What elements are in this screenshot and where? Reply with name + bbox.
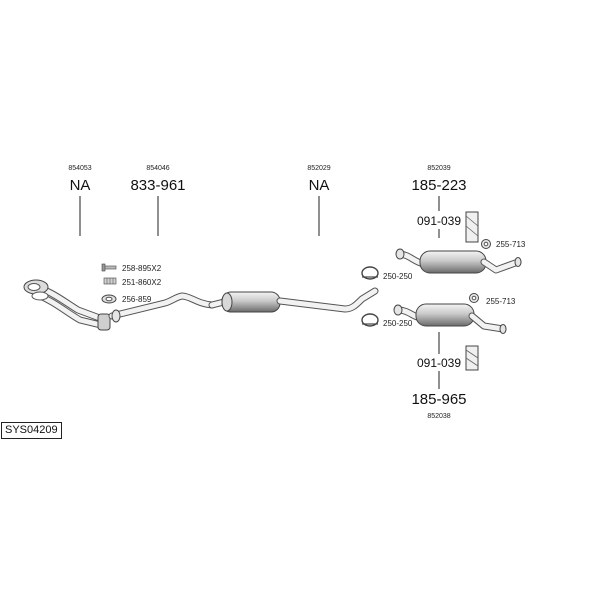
clamp-lower[interactable]: 250-250 xyxy=(361,313,413,328)
manifold-downpipe[interactable] xyxy=(23,279,111,331)
ref-number: 854053 xyxy=(68,165,91,172)
rubber-mount-lower[interactable]: 255-713 xyxy=(469,293,516,307)
part-number[interactable]: 833-961 xyxy=(130,177,185,194)
column-rear-silencer-upper: 852039 185-223 091-039 xyxy=(411,165,467,238)
part-label: 251-860X2 xyxy=(122,278,162,287)
part-number[interactable]: 185-965 xyxy=(411,391,466,408)
clamp-upper[interactable]: 250-250 xyxy=(361,266,413,281)
part-label: 258-895X2 xyxy=(122,264,162,273)
spring-part[interactable]: 251-860X2 xyxy=(103,277,162,287)
ref-number: 854046 xyxy=(146,165,169,172)
part-number[interactable]: NA xyxy=(70,177,91,194)
mounting-bracket-upper[interactable] xyxy=(465,211,479,243)
centre-silencer[interactable] xyxy=(208,287,379,313)
rear-silencer-upper[interactable] xyxy=(395,248,522,274)
rear-silencer-lower[interactable] xyxy=(393,303,507,334)
rubber-mount-upper[interactable]: 255-713 xyxy=(481,239,526,250)
ref-number: 852039 xyxy=(427,165,450,172)
part-label: 255-713 xyxy=(486,297,516,306)
gasket-part[interactable]: 256-859 xyxy=(101,294,152,304)
part-label: 250-250 xyxy=(383,272,413,281)
column-rear-silencer-lower: 091-039 185-965 852038 xyxy=(411,332,467,420)
front-pipe[interactable] xyxy=(108,292,216,323)
part-number[interactable]: NA xyxy=(309,177,330,194)
ref-number: 852038 xyxy=(427,413,450,420)
part-label: 256-859 xyxy=(122,295,152,304)
system-code-label: SYS04209 xyxy=(1,422,62,439)
ref-number: 852029 xyxy=(307,165,330,172)
column-manifold: 854053 NA xyxy=(68,165,92,236)
part-label: 255-713 xyxy=(496,240,526,249)
part-number[interactable]: 185-223 xyxy=(411,177,466,194)
column-centre-silencer: 852029 NA xyxy=(307,165,331,236)
mounting-bracket-lower[interactable] xyxy=(465,345,479,371)
mounting-kit-number[interactable]: 091-039 xyxy=(417,356,461,370)
bolt-part[interactable]: 258-895X2 xyxy=(101,263,162,273)
column-front-pipe: 854046 833-961 xyxy=(130,165,186,236)
part-label: 250-250 xyxy=(383,319,413,328)
mounting-kit-number[interactable]: 091-039 xyxy=(417,214,461,228)
